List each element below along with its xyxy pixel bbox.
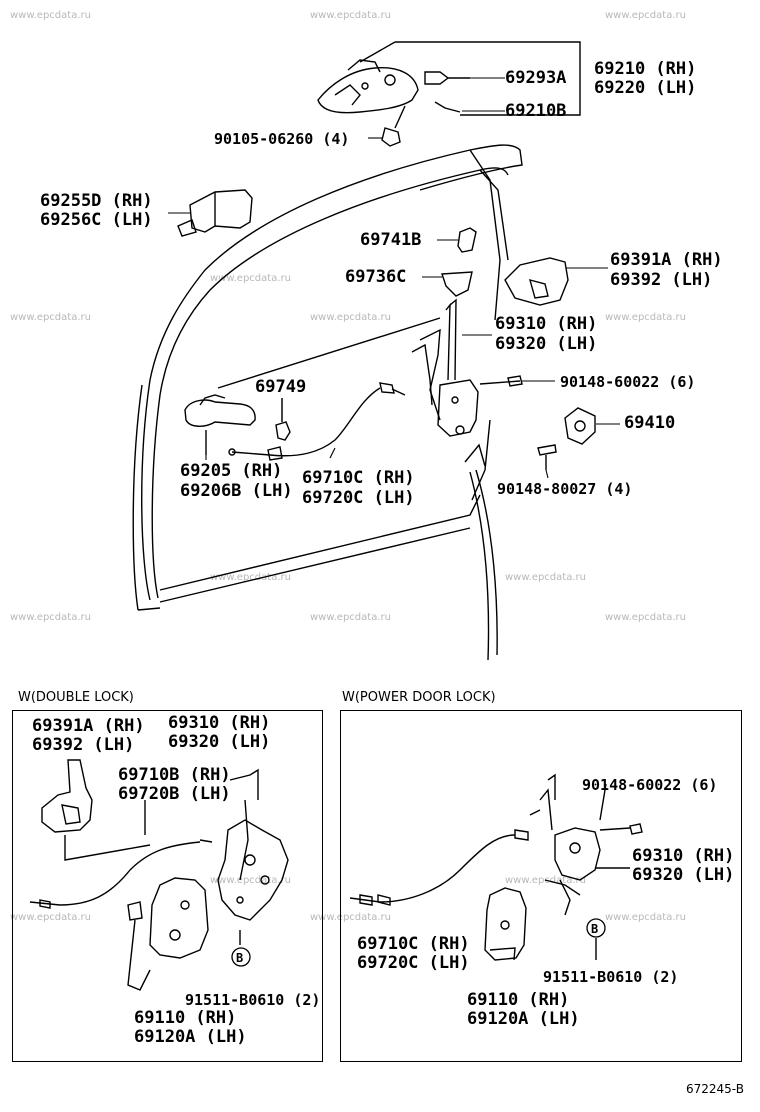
label-69410: 69410 — [624, 413, 676, 433]
watermark: www.epcdata.ru — [210, 273, 291, 284]
label-69736c: 69736C — [345, 267, 407, 287]
striker-69410-drawing — [537, 407, 596, 470]
label-dl-91511: 91511-B0610 (2) — [185, 991, 321, 1009]
watermark: www.epcdata.ru — [310, 912, 391, 923]
watermark: www.epcdata.ru — [10, 912, 91, 923]
label-dl-69710b-rh: 69710B (RH) — [118, 765, 231, 785]
label-dl-69392-lh: 69392 (LH) — [32, 735, 135, 755]
watermark: www.epcdata.ru — [605, 912, 686, 923]
door-frame-outline — [132, 144, 523, 611]
section-title-power-door-lock: W(POWER DOOR LOCK) — [342, 690, 496, 705]
leader-lines — [168, 77, 620, 479]
watermark: www.epcdata.ru — [310, 612, 391, 623]
cable-69710c-drawing — [228, 382, 406, 461]
label-dl-69391a-rh: 69391A (RH) — [32, 716, 145, 736]
label-pl-69720c-lh: 69720C (LH) — [357, 953, 470, 973]
label-pl-69710c-rh: 69710C (RH) — [357, 934, 470, 954]
watermark: www.epcdata.ru — [605, 312, 686, 323]
label-dl-69720b-lh: 69720B (LH) — [118, 784, 231, 804]
watermark: www.epcdata.ru — [605, 10, 686, 21]
label-69310-rh: 69310 (RH) — [495, 314, 598, 334]
label-69391a-rh: 69391A (RH) — [610, 250, 723, 270]
label-69710c-rh: 69710C (RH) — [302, 468, 415, 488]
outside-handle-drawing — [317, 41, 581, 147]
label-90148-60022: 90148-60022 (6) — [560, 373, 696, 391]
clip-69741b-drawing — [457, 227, 477, 253]
label-69256c-lh: 69256C (LH) — [40, 210, 153, 230]
label-69720c-lh: 69720C (LH) — [302, 488, 415, 508]
label-dl-69320-lh: 69320 (LH) — [168, 732, 271, 752]
label-69293a: 69293A — [505, 68, 567, 88]
label-69206b-lh: 69206B (LH) — [180, 481, 293, 501]
clip-69749-drawing — [275, 421, 291, 441]
label-pl-69110-rh: 69110 (RH) — [467, 990, 570, 1010]
callout-b-left-letter: B — [236, 951, 244, 965]
section-title-double-lock: W(DOUBLE LOCK) — [18, 690, 134, 705]
watermark: www.epcdata.ru — [310, 10, 391, 21]
lock-assembly-drawing — [411, 298, 521, 437]
label-pl-90148-60022: 90148-60022 (6) — [582, 776, 718, 794]
bracket-69255d-drawing — [177, 189, 253, 237]
label-pl-69320-lh: 69320 (LH) — [632, 865, 735, 885]
double-lock-drawing — [29, 759, 289, 991]
watermark: www.epcdata.ru — [505, 572, 586, 583]
double-lock-box — [12, 710, 323, 1062]
watermark: www.epcdata.ru — [10, 312, 91, 323]
cover-69391a-drawing — [504, 257, 569, 306]
label-69220-lh: 69220 (LH) — [594, 78, 697, 98]
diagram-code: 672245-B — [686, 1082, 744, 1096]
label-69210-rh: 69210 (RH) — [594, 59, 697, 79]
label-pl-69310-rh: 69310 (RH) — [632, 846, 735, 866]
label-69392-lh: 69392 (LH) — [610, 270, 713, 290]
label-pl-69120a-lh: 69120A (LH) — [467, 1009, 580, 1029]
label-69210b: 69210B — [505, 101, 567, 121]
watermark: www.epcdata.ru — [10, 612, 91, 623]
label-69205-rh: 69205 (RH) — [180, 461, 283, 481]
watermark: www.epcdata.ru — [10, 10, 91, 21]
label-69749: 69749 — [255, 377, 307, 397]
label-69320-lh: 69320 (LH) — [495, 334, 598, 354]
watermark: www.epcdata.ru — [605, 612, 686, 623]
watermark: www.epcdata.ru — [310, 312, 391, 323]
label-90105-06260: 90105-06260 (4) — [214, 130, 350, 148]
label-69741b: 69741B — [360, 230, 422, 250]
label-dl-69110-rh: 69110 (RH) — [134, 1008, 237, 1028]
assembly-direction-arrow — [464, 443, 498, 661]
label-dl-69120a-lh: 69120A (LH) — [134, 1027, 247, 1047]
protector-69736c-drawing — [441, 271, 473, 297]
power-door-lock-box — [340, 710, 742, 1062]
callout-b-right-letter: B — [591, 922, 599, 936]
inside-handle-drawing — [184, 394, 256, 455]
label-69255d-rh: 69255D (RH) — [40, 191, 153, 211]
watermark: www.epcdata.ru — [210, 875, 291, 886]
label-90148-80027: 90148-80027 (4) — [497, 480, 633, 498]
screw-drawing — [507, 375, 523, 387]
label-pl-91511: 91511-B0610 (2) — [543, 968, 679, 986]
watermark: www.epcdata.ru — [210, 572, 291, 583]
power-lock-drawing — [349, 773, 643, 961]
label-dl-69310-rh: 69310 (RH) — [168, 713, 271, 733]
